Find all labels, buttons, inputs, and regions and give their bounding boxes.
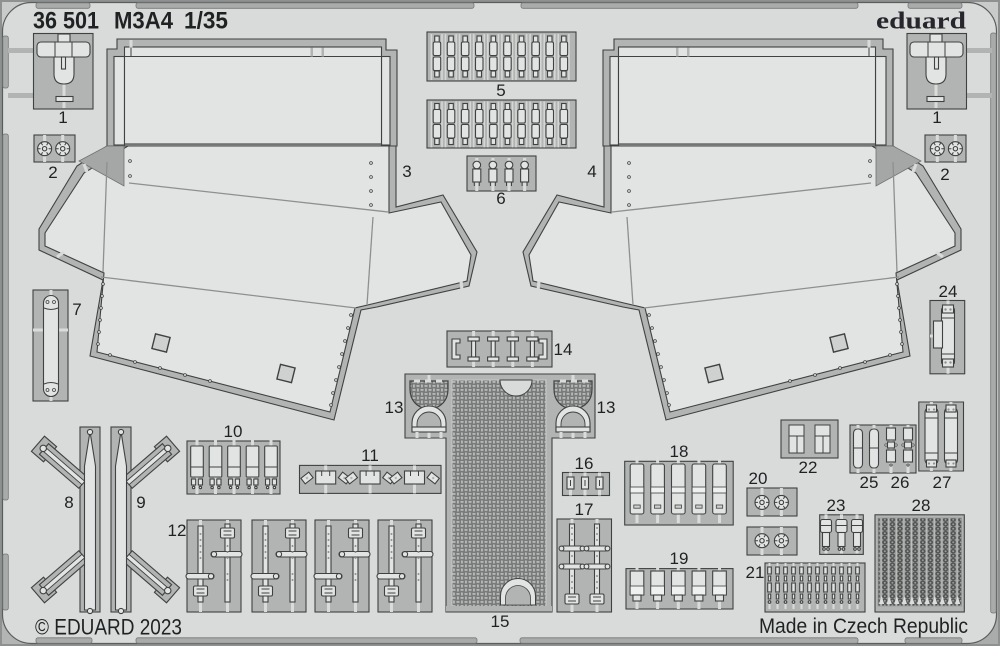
svg-text:4: 4 <box>587 162 596 181</box>
svg-text:26: 26 <box>891 473 910 492</box>
svg-text:3: 3 <box>402 162 411 181</box>
svg-text:23: 23 <box>827 496 846 515</box>
svg-text:M3A4: M3A4 <box>114 8 174 35</box>
svg-text:28: 28 <box>912 496 931 515</box>
svg-text:19: 19 <box>670 549 689 568</box>
svg-text:1: 1 <box>932 108 941 127</box>
svg-text:13: 13 <box>385 398 404 417</box>
svg-text:8: 8 <box>64 493 73 512</box>
svg-text:25: 25 <box>860 473 879 492</box>
svg-text:7: 7 <box>72 300 81 319</box>
svg-text:16: 16 <box>575 454 594 473</box>
svg-text:15: 15 <box>491 612 510 631</box>
svg-text:17: 17 <box>575 500 594 519</box>
svg-text:22: 22 <box>799 458 818 477</box>
svg-text:2: 2 <box>48 163 57 182</box>
svg-text:Made in Czech Republic: Made in Czech Republic <box>759 615 968 638</box>
svg-text:5: 5 <box>496 81 505 100</box>
svg-text:eduard: eduard <box>876 9 967 35</box>
svg-text:6: 6 <box>496 189 505 208</box>
svg-text:1/35: 1/35 <box>184 8 228 35</box>
svg-text:© EDUARD 2023: © EDUARD 2023 <box>35 615 182 640</box>
svg-text:27: 27 <box>933 473 952 492</box>
svg-text:2: 2 <box>940 165 949 184</box>
svg-text:9: 9 <box>136 493 145 512</box>
svg-text:18: 18 <box>670 442 689 461</box>
svg-text:20: 20 <box>749 469 768 488</box>
svg-text:24: 24 <box>939 282 958 301</box>
svg-text:11: 11 <box>361 446 379 465</box>
svg-text:14: 14 <box>554 340 573 359</box>
svg-text:10: 10 <box>224 422 243 441</box>
svg-text:36 501: 36 501 <box>33 8 99 35</box>
svg-text:12: 12 <box>168 521 187 540</box>
svg-text:21: 21 <box>746 563 765 582</box>
svg-text:13: 13 <box>597 398 616 417</box>
svg-text:1: 1 <box>58 108 67 127</box>
